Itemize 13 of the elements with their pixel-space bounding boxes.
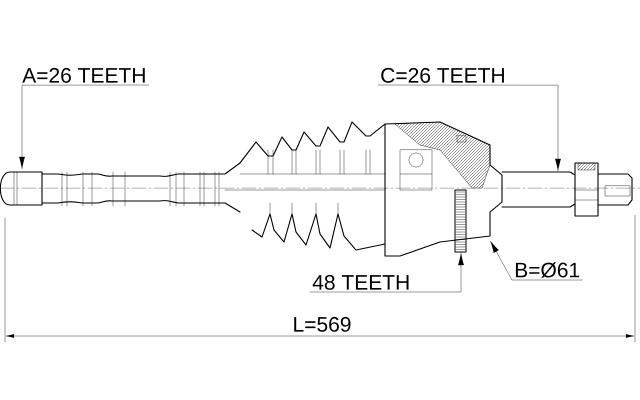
leader-line (490, 241, 583, 280)
joint-housing-drawing (394, 122, 490, 190)
stub-shaft-drawing (501, 171, 576, 208)
dimension-text: L=569 (294, 316, 350, 332)
leader-line (19, 84, 149, 169)
leader-line (378, 84, 561, 171)
callout-text: B=Ø61 (516, 262, 580, 278)
joint-housing-drawing (384, 121, 503, 257)
callout-text: A=26 TEETH (22, 68, 145, 83)
spline-end-drawing (0, 171, 43, 206)
callout-text: C=26 TEETH (381, 68, 504, 83)
callout-text: 48 TEETH (312, 274, 408, 290)
leader-line (310, 253, 464, 292)
